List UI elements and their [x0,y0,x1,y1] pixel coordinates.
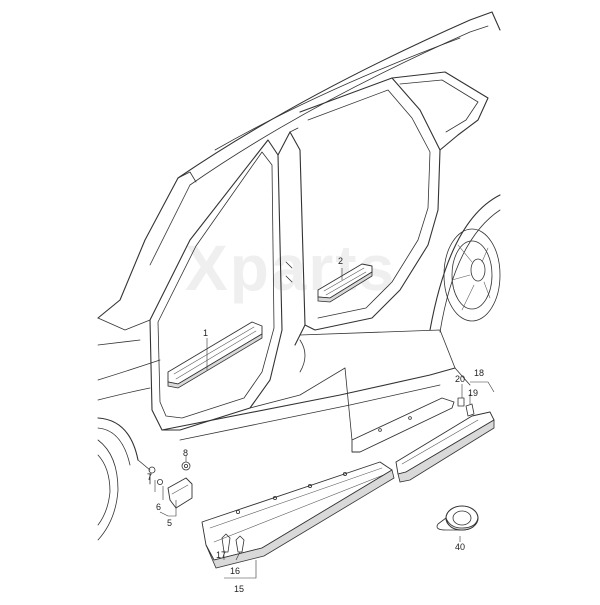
front-wheel [97,439,119,541]
leader-lines [154,268,495,579]
callout-8: 8 [183,448,188,458]
sill-panel-front [201,461,395,569]
rear-wheel [443,228,501,322]
callout-17: 17 [216,550,226,560]
front-sill-plate [167,321,263,389]
callout-2: 2 [338,256,343,266]
callout-18: 18 [474,368,484,378]
bracket-assembly [148,461,193,509]
callout-1: 1 [203,328,208,338]
rear-sill-plate [317,263,373,303]
callout-5: 5 [167,518,172,528]
callout-16: 16 [230,566,240,576]
callout-7: 7 [147,472,152,482]
adhesive-tape-roll [436,505,479,531]
callout-labels: 1 2 5 6 7 8 15 16 17 18 19 20 40 [147,256,484,594]
callout-6: 6 [156,502,161,512]
callout-20: 20 [455,374,465,384]
clips [221,397,475,553]
callout-40: 40 [455,542,465,552]
callout-15: 15 [234,584,244,594]
sill-panel-rear [351,397,495,483]
car-body-outline [97,11,501,541]
callout-19: 19 [468,388,478,398]
